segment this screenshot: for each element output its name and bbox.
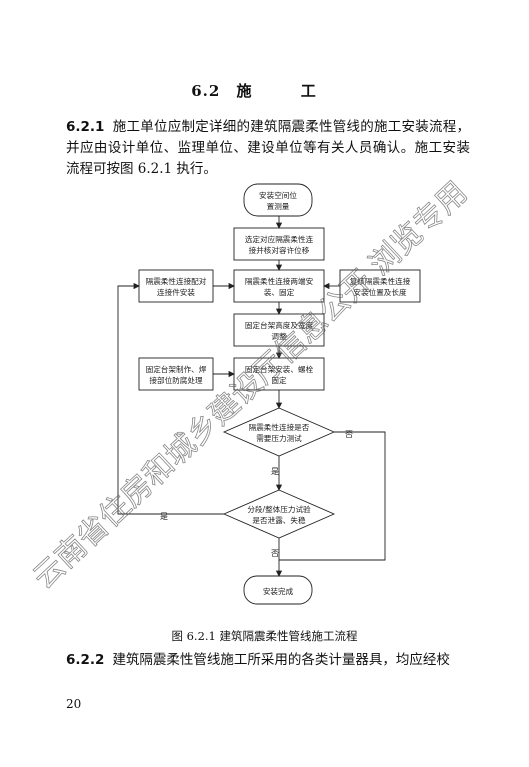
node-support-install xyxy=(233,357,325,391)
node-start-line1: 安装空间位 xyxy=(259,190,297,200)
label-decision1-no: 否 xyxy=(345,430,353,439)
node-support-install-line2: 固定 xyxy=(271,375,287,385)
node-side-right-line1: 复核隔震柔性连接 xyxy=(350,276,411,286)
node-select-connector xyxy=(233,227,325,261)
node-side-left-line1: 隔震柔性连接配对 xyxy=(146,276,207,286)
clause-text-2: 建筑隔震柔性管线施工所采用的各类计量器具，均应经校 xyxy=(112,652,450,668)
node-start xyxy=(243,183,313,217)
node-decision1-line1: 隔震柔性连接是否 xyxy=(249,422,310,432)
node-side-connector-pieces xyxy=(138,269,214,303)
section-heading: 6.2 施 工 xyxy=(0,80,529,101)
node-decision2-line2: 是否泄露、失稳 xyxy=(252,515,306,525)
flowchart-connectors xyxy=(117,216,386,577)
paragraph-6-2-2: 6.2.2 建筑隔震柔性管线施工所采用的各类计量器具，均应经校 xyxy=(66,650,470,671)
node-side-fab-line1: 固定台架制作、焊 xyxy=(146,364,207,374)
node-select-line1: 选定对应隔震柔性连 xyxy=(245,234,314,244)
clause-number-2: 6.2.2 xyxy=(66,652,105,668)
label-decision1-yes: 是 xyxy=(271,467,279,476)
edge-decision1-no xyxy=(279,431,386,561)
node-side-left-line2: 连接件安装 xyxy=(157,287,195,297)
label-decision2-yes: 是 xyxy=(160,512,168,521)
section-title: 施 工 xyxy=(236,82,338,100)
node-start-line2: 置测量 xyxy=(267,202,290,211)
clause-number: 6.2.1 xyxy=(66,119,105,135)
node-support-install-line1: 固定台架安装、螺栓 xyxy=(245,364,314,374)
edge-decision2-yes-loop xyxy=(117,282,224,515)
figure-caption: 图 6.2.1 建筑隔震柔性管线施工流程 xyxy=(171,629,358,643)
node-decision-leak-check xyxy=(222,489,336,539)
node-side-support-fabrication xyxy=(138,357,214,391)
node-decision1-line2: 需要压力测试 xyxy=(256,433,302,443)
label-decision2-no: 否 xyxy=(271,549,279,558)
node-end-label: 安装完成 xyxy=(263,586,294,596)
node-side-right-line2: 安装位置及长度 xyxy=(353,287,407,297)
node-side-recheck xyxy=(339,269,421,303)
node-select-line2: 接并核对容许位移 xyxy=(249,245,310,255)
node-connect-line2: 装、固定 xyxy=(264,287,295,297)
page-number: 20 xyxy=(66,697,82,711)
node-connect-ends xyxy=(233,269,325,303)
node-support-adjust-line2: 调整 xyxy=(271,331,287,341)
node-connect-line1: 隔震柔性连接两端安 xyxy=(245,276,314,286)
node-support-adjust-line1: 固定台架高度及宽度 xyxy=(245,320,314,330)
section-number: 6.2 xyxy=(191,82,221,100)
clause-text: 施工单位应制定详细的建筑隔震柔性管线的施工安装流程，并应由设计单位、监理单位、建… xyxy=(66,119,470,177)
node-side-fab-line2: 接部位防腐处理 xyxy=(149,375,203,385)
node-decision2-line1: 分段/整体压力试验 xyxy=(247,504,311,514)
